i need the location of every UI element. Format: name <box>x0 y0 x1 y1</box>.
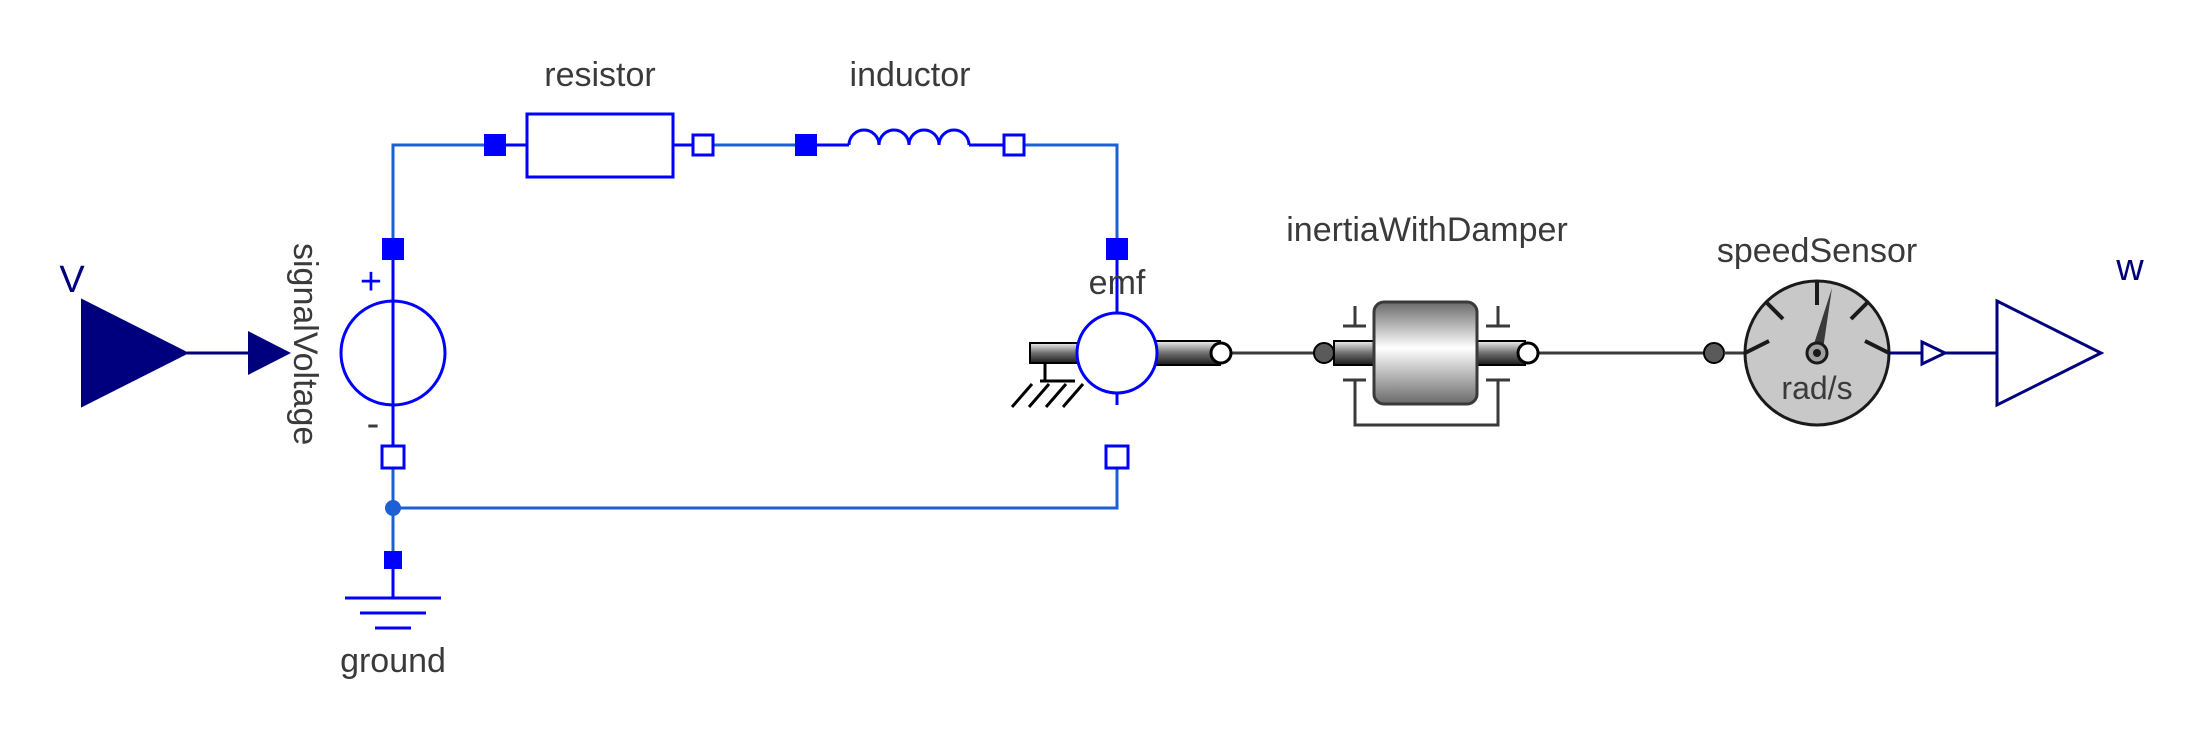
emf-output-shaft-icon <box>1154 340 1221 366</box>
ground-label: ground <box>340 642 446 680</box>
resistor-pin-n-icon[interactable] <box>691 133 715 157</box>
signal-voltage-source[interactable]: + - signalVoltage <box>286 238 447 470</box>
speed-sensor-label: speedSensor <box>1717 232 1917 270</box>
emf-pin-p-icon[interactable] <box>1106 238 1128 260</box>
inertia-flange-a-icon[interactable] <box>1313 342 1335 364</box>
speedometer-needle-icon <box>1812 288 1832 356</box>
damper-bracket-icon <box>1353 380 1500 427</box>
inductor-pin-n-icon[interactable] <box>1002 133 1026 157</box>
emf-flange-icon[interactable] <box>1209 341 1233 365</box>
resistor-label: resistor <box>544 56 655 94</box>
sensor-unit-label: rad/s <box>1781 370 1852 406</box>
speed-sensor[interactable]: rad/s speedSensor <box>1703 232 1949 427</box>
input-triangle-icon <box>81 298 190 408</box>
emf[interactable]: emf <box>1010 238 1233 470</box>
output-triangle-icon <box>1995 298 2105 408</box>
sensor-output-port-icon[interactable] <box>1920 339 1949 367</box>
signal-voltage-label: signalVoltage <box>286 243 324 445</box>
inertia-body-icon <box>1372 300 1479 406</box>
output-label: w <box>2115 247 2144 289</box>
emf-support-shaft-icon <box>1029 342 1079 364</box>
inductor-label: inductor <box>850 56 971 94</box>
sensor-flange-icon[interactable] <box>1703 342 1725 364</box>
inertia-label: inertiaWithDamper <box>1286 211 1568 249</box>
electric-wires <box>385 143 1119 556</box>
ground-pin-icon[interactable] <box>384 551 402 569</box>
junction-dot <box>385 500 401 516</box>
emf-pin-n-icon[interactable] <box>1104 444 1130 470</box>
inertia-flange-b-icon[interactable] <box>1516 341 1540 365</box>
emf-motor-circle-icon <box>1075 311 1159 395</box>
plus-sign: + <box>360 261 382 303</box>
resistor-pin-p-icon[interactable] <box>484 134 506 156</box>
output-block-w[interactable]: w <box>1995 247 2144 408</box>
signal-input-port-icon[interactable] <box>248 331 291 375</box>
resistor-body-icon <box>525 112 675 179</box>
emf-label: emf <box>1089 264 1146 302</box>
input-label: V <box>59 259 85 301</box>
inductor-pin-p-icon[interactable] <box>795 134 817 156</box>
positive-pin-icon[interactable] <box>382 238 404 260</box>
resistor[interactable]: resistor <box>484 56 715 179</box>
inductor[interactable]: inductor <box>795 56 1026 157</box>
inertia-with-damper[interactable]: inertiaWithDamper <box>1286 211 1568 427</box>
negative-pin-icon[interactable] <box>380 444 406 470</box>
input-block-v[interactable]: V <box>59 259 190 408</box>
minus-sign: - <box>367 403 380 445</box>
inductor-coil-icon <box>847 128 971 146</box>
ground[interactable]: ground <box>340 551 446 680</box>
